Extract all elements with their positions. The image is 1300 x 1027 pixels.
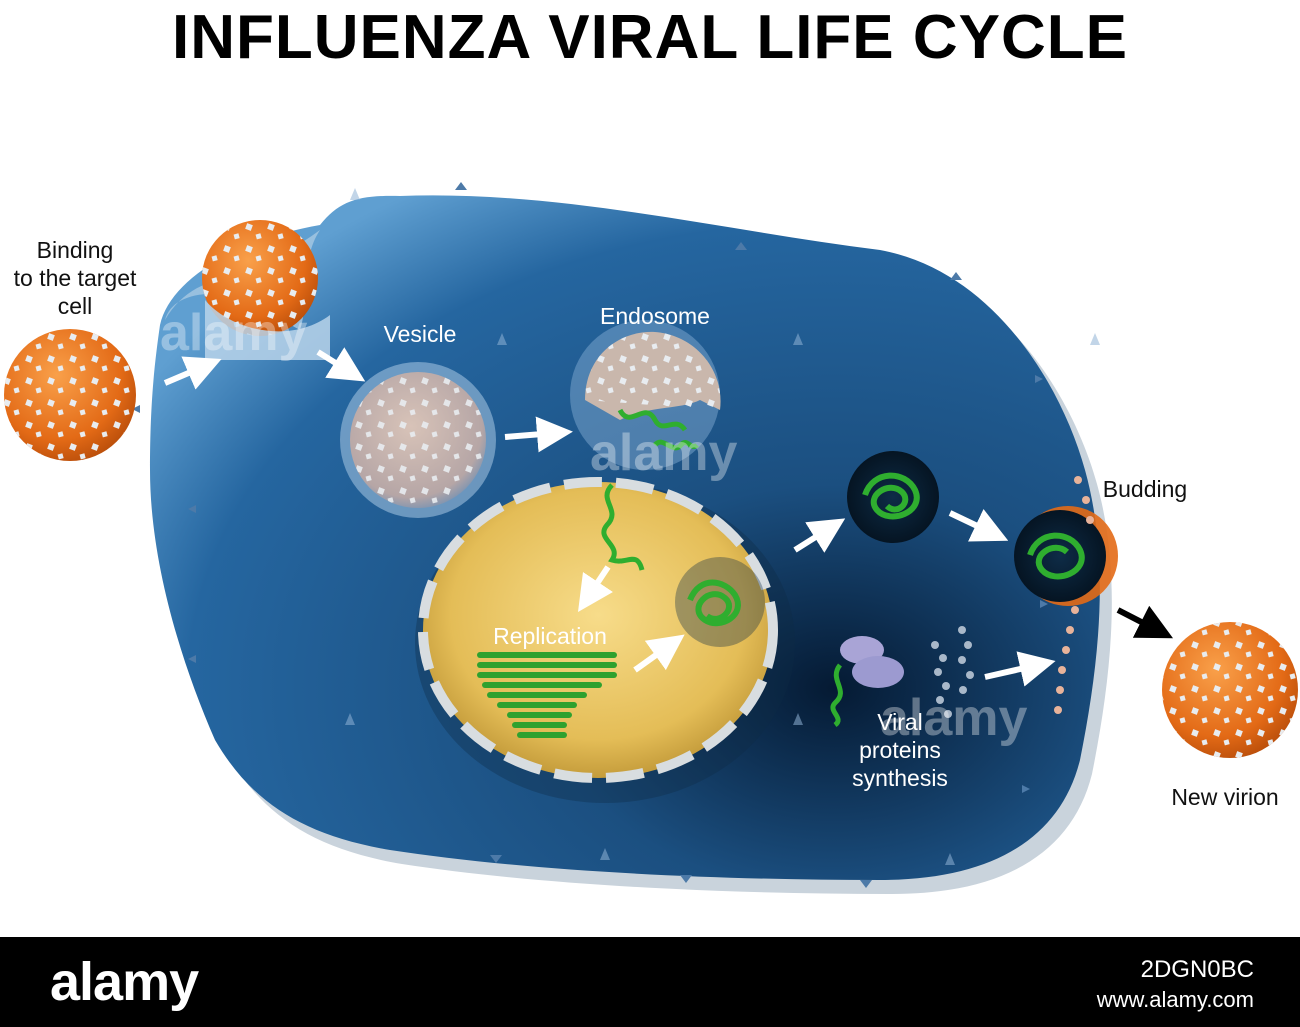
label-new-virion: New virion [1150,783,1300,811]
footer-brand: alamy [50,951,198,1013]
footer-url[interactable]: www.alamy.com [1097,987,1254,1013]
binding-virion [4,329,136,461]
label-replication: Replication [470,622,630,650]
label-budding: Budding [1085,475,1205,503]
life-cycle-diagram: alamy alamy alamy [0,0,1300,937]
exit-arrow [1118,610,1157,630]
watermark-left: alamy [160,304,308,362]
new-virion [1162,622,1298,758]
label-endosome: Endosome [580,302,730,330]
nucleus-rnp [675,557,765,647]
label-vesicle: Vesicle [365,320,475,348]
label-viral-proteins: Viral proteins synthesis [830,708,970,792]
footer-image-id: 2DGN0BC [1141,955,1254,985]
label-binding: Binding to the target cell [0,236,150,320]
vesicle [340,362,496,518]
cytoplasm-rnp [847,451,939,543]
watermark-center: alamy [590,424,738,482]
footer-bar: alamy 2DGN0BC www.alamy.com [0,937,1300,1027]
